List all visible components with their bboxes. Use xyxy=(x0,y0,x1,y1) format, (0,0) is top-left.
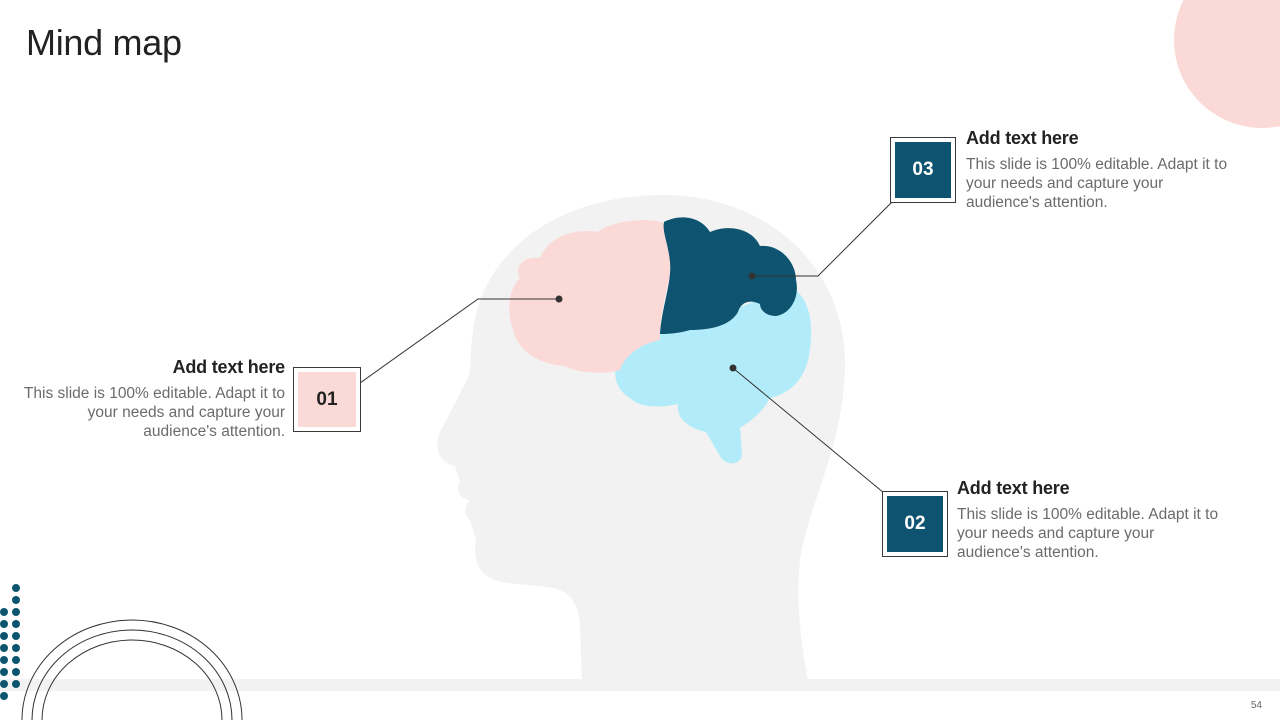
callout-heading-01: Add text here xyxy=(172,357,286,377)
connector-dot-02 xyxy=(729,364,737,372)
connector-dot-03 xyxy=(748,272,756,280)
concentric-arcs xyxy=(21,619,243,720)
connector-02 xyxy=(732,367,885,494)
callout-03: Add text here This slide is 100% editabl… xyxy=(966,128,1236,212)
dot-grid xyxy=(0,584,20,700)
number-label-01: 01 xyxy=(298,372,356,427)
callout-01: Add text here This slide is 100% editabl… xyxy=(15,357,285,441)
connector-03 xyxy=(752,201,893,277)
number-box-02: 02 xyxy=(882,491,948,557)
number-box-03: 03 xyxy=(890,137,956,203)
number-box-01: 01 xyxy=(293,367,361,432)
callout-text-01: This slide is 100% editable. Adapt it to… xyxy=(23,385,285,440)
callout-heading-03: Add text here xyxy=(966,128,1079,148)
callout-02: Add text here This slide is 100% editabl… xyxy=(957,478,1227,562)
callout-heading-02: Add text here xyxy=(957,478,1070,498)
connector-dot-01 xyxy=(555,295,563,303)
callout-text-02: This slide is 100% editable. Adapt it to… xyxy=(957,506,1219,561)
page-title: Mind map xyxy=(26,22,182,63)
floor-band xyxy=(0,679,1280,691)
number-label-02: 02 xyxy=(887,496,943,552)
brain-lobe-pink xyxy=(509,220,673,373)
callout-text-03: This slide is 100% editable. Adapt it to… xyxy=(966,156,1228,211)
brain-lobe-dark-teal xyxy=(660,217,797,334)
corner-decoration-circle xyxy=(1174,0,1280,128)
connector-01 xyxy=(359,298,559,384)
number-label-03: 03 xyxy=(895,142,951,198)
page-number: 54 xyxy=(1250,700,1262,711)
